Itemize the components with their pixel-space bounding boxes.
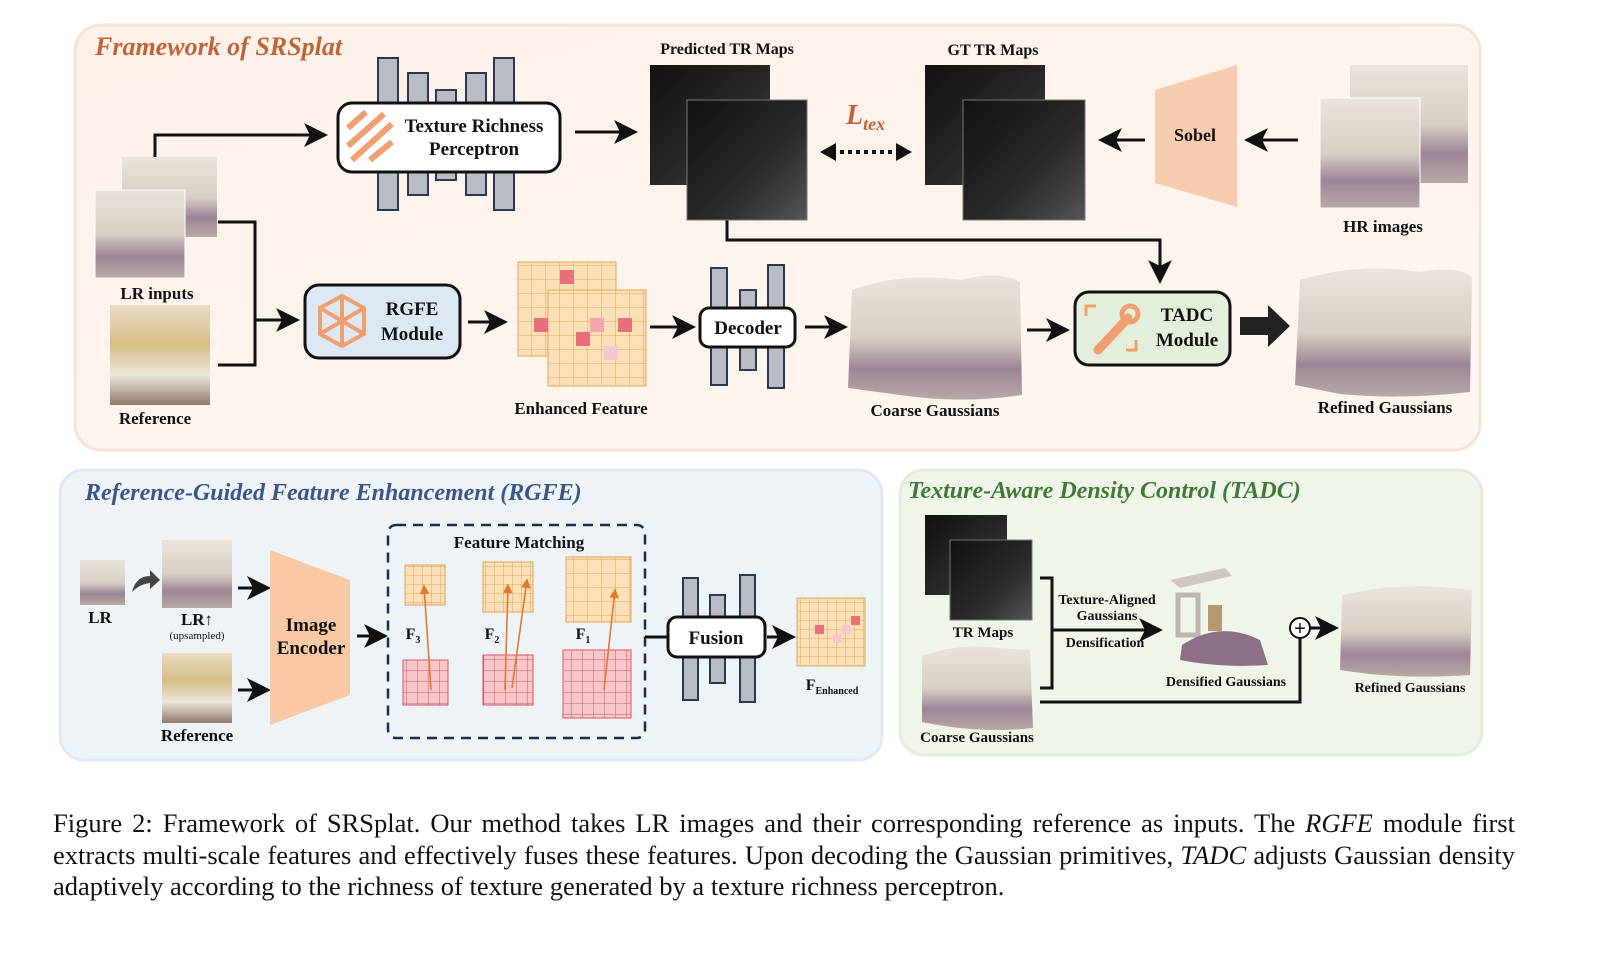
texture-aligned-label-1: Texture-Aligned: [1058, 593, 1155, 608]
caption-rgfe: RGFE: [1305, 808, 1373, 838]
dotted-double-arrow: [820, 143, 912, 161]
coarse-gaussians-label: Coarse Gaussians: [871, 401, 1000, 420]
block-arrow-icon: [1240, 305, 1290, 347]
hatch-icon: [346, 109, 395, 163]
matching-arrows: [419, 578, 619, 691]
caption-text-1: Figure 2: Framework of SRSplat. Our meth…: [53, 808, 1306, 838]
tadc-panel: [898, 468, 1484, 757]
f-enhanced-label: FEnhanced: [806, 677, 859, 697]
coarse-gaussians-image: [848, 275, 1022, 400]
rgfe-title: Reference-Guided Feature Enhancement (RG…: [84, 480, 582, 506]
rgfe-module-box: RGFE Module: [303, 283, 462, 360]
densification-label: Densification: [1066, 636, 1145, 651]
lr-input-image-front: [94, 189, 186, 279]
texture-richness-perceptron-box: Texture Richness Perceptron: [336, 101, 562, 174]
enhanced-feature-cubes: [517, 261, 647, 387]
f3-label: F3: [406, 626, 421, 646]
trp-label-1: Texture Richness: [405, 116, 544, 137]
loss-ltex: Ltex: [845, 100, 885, 134]
tadc-module-label-1: TADC: [1161, 305, 1213, 326]
reference-image: [110, 305, 210, 405]
gt-tr-map-front: [962, 99, 1086, 221]
lr-upsampled-image: [162, 540, 232, 608]
feature-matching-label: Feature Matching: [454, 533, 585, 552]
add-node-icon: +: [1289, 617, 1311, 640]
reference-label: Reference: [119, 409, 192, 428]
image-encoder-label-1: Image: [286, 615, 337, 636]
figure-caption: Figure 2: Framework of SRSplat. Our meth…: [53, 808, 1515, 903]
tadc-refined-gaussians-image: [1340, 586, 1472, 677]
enhanced-feature-label: Enhanced Feature: [514, 399, 648, 418]
densified-gaussians-image: [1170, 568, 1268, 666]
tadc-module-label-2: Module: [1156, 330, 1218, 351]
image-encoder-block: [270, 550, 350, 725]
rgfe-module-label-2: Module: [381, 324, 443, 345]
upsampled-label: (upsampled): [170, 630, 225, 642]
wrench-icon: [1084, 303, 1141, 355]
tadc-title: Texture-Aware Density Control (TADC): [908, 478, 1301, 504]
predicted-tr-maps-label: Predicted TR Maps: [660, 41, 794, 58]
tadc-tr-map-front: [949, 539, 1033, 621]
sobel-block: [1155, 65, 1237, 207]
hr-images-label: HR images: [1343, 217, 1423, 236]
caption-text-2: module first extracts multi-scale featur…: [53, 808, 1515, 870]
lr-up-label: LR↑: [181, 610, 213, 629]
connectors-rgfe: [238, 576, 796, 702]
predicted-tr-map-front: [686, 99, 808, 221]
rgfe-reference-label: Reference: [161, 726, 234, 745]
image-encoder-label-2: Encoder: [277, 638, 346, 659]
texture-aligned-label-2: Gaussians: [1077, 609, 1138, 624]
curved-arrow-icon: [132, 570, 160, 592]
tadc-module-box: TADC Module: [1073, 290, 1232, 367]
feature-cubes: [402, 556, 632, 719]
fusion-label: Fusion: [689, 628, 744, 649]
tadc-refined-gaussians-label: Refined Gaussians: [1355, 681, 1466, 696]
decoder-box: [698, 306, 797, 349]
svg-text:+: +: [1294, 618, 1306, 640]
f2-label: F2: [485, 626, 500, 646]
tadc-coarse-gaussians-image: [922, 646, 1033, 730]
rgfe-reference-image: [162, 653, 232, 723]
sobel-label: Sobel: [1174, 125, 1216, 145]
decoder-label: Decoder: [714, 318, 782, 339]
lr-inputs-label: LR inputs: [120, 284, 194, 303]
caption-text-3: adjusts Gaussian density adaptively acco…: [53, 839, 1515, 902]
f1-label: F1: [576, 626, 591, 646]
lr-label: LR: [88, 608, 112, 627]
fusion-box: [666, 615, 767, 659]
framework-title: Framework of SRSplat: [94, 32, 343, 61]
rgfe-module-label-1: RGFE: [386, 299, 439, 320]
densified-gaussians-label: Densified Gaussians: [1166, 675, 1287, 690]
hr-image-front: [1319, 97, 1421, 209]
tadc-coarse-gaussians-label: Coarse Gaussians: [920, 730, 1034, 746]
refined-gaussians-label: Refined Gaussians: [1318, 398, 1453, 417]
lr-image: [80, 560, 125, 605]
trp-label-2: Perceptron: [429, 139, 519, 160]
refined-gaussians-image: [1295, 268, 1472, 397]
caption-tadc: TADC: [1180, 839, 1247, 870]
connectors-top: [153, 120, 1298, 367]
network-icon: [318, 293, 366, 349]
f-enhanced-cube: [796, 597, 866, 667]
tr-maps-label: TR Maps: [953, 625, 1014, 641]
gt-tr-maps-label: GT TR Maps: [948, 42, 1039, 59]
feature-matching-box: [386, 523, 647, 740]
connectors-tadc: [1040, 576, 1339, 704]
